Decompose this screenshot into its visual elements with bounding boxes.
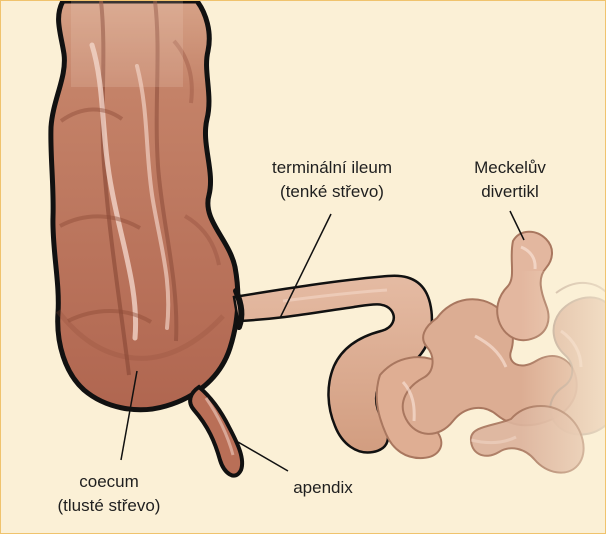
appendix-shape [190,387,242,476]
meckel-diverticulum-label: Meckelův divertikl [461,156,559,204]
terminal-ileum-label-line-2: (tenké střevo) [271,180,393,204]
terminal-ileum-label-line-1: terminální ileum [271,156,393,180]
large-intestine-shape [51,1,238,410]
appendix-label: apendix [286,476,360,500]
small-intestine-shape [234,232,606,491]
meckel-diverticulum-label-line-1: Meckelův [461,156,559,180]
appendix-leader-line [238,442,288,471]
meckel-diverticulum-label-line-2: divertikl [461,180,559,204]
coecum-label-line-2: (tlusté střevo) [46,494,172,518]
appendix-label-line-1: apendix [286,476,360,500]
terminal-ileum-label: terminální ileum (tenké střevo) [271,156,393,204]
coecum-label: coecum (tlusté střevo) [46,470,172,518]
coecum-label-line-1: coecum [46,470,172,494]
